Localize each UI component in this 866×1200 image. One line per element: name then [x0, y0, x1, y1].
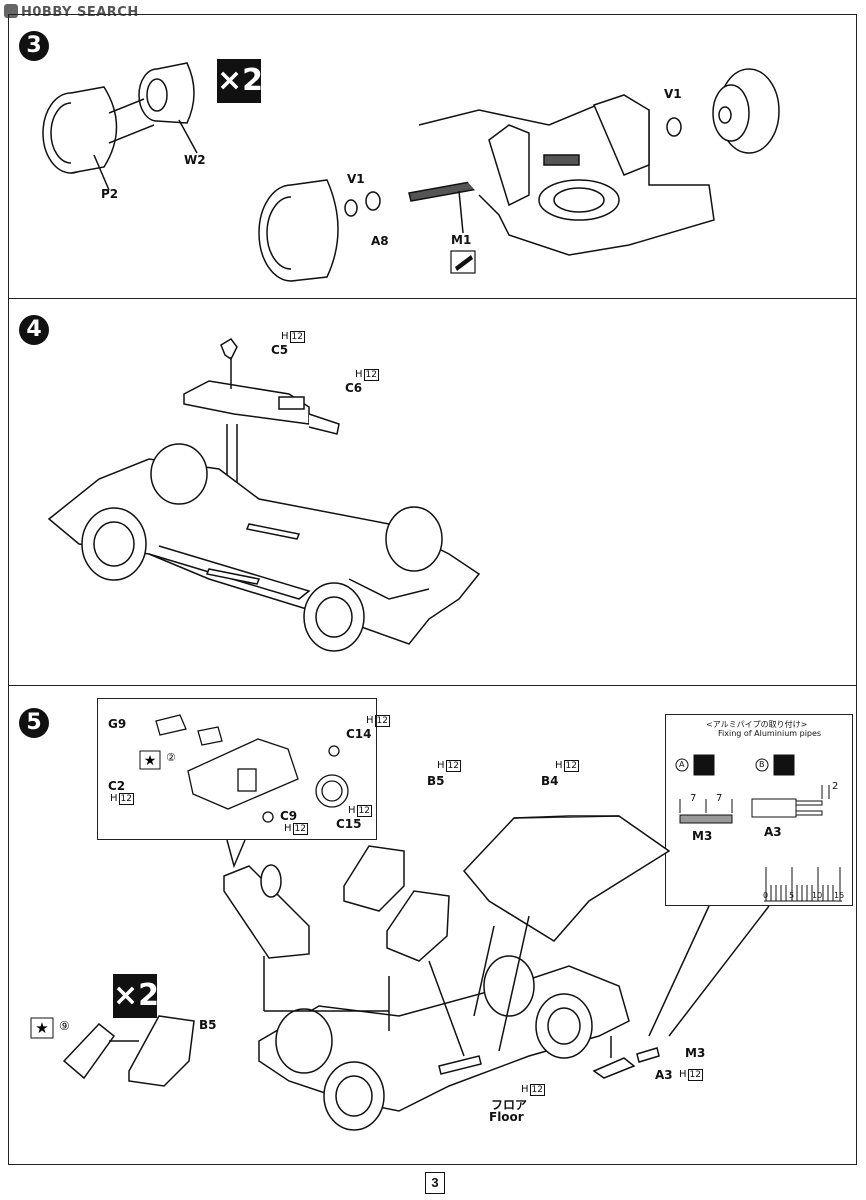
page-number: 3 [425, 1172, 445, 1194]
step-3-panel: 3 ×2 [8, 14, 857, 299]
label-a8: A8 [371, 234, 389, 248]
label-c6: C6 [345, 381, 363, 395]
label-floor-jp: フロア [491, 1098, 528, 1112]
step-5-illustration: ★ [30, 815, 770, 1131]
seat-cushion-icon [62, 1022, 116, 1080]
multiplier-badge: ×2 [217, 59, 263, 103]
circle-number-2: ② [166, 751, 176, 764]
star-icon-left: ★ [30, 1017, 54, 1039]
label-b5-front: B5 [427, 774, 445, 788]
dim-7-left: 7 [690, 793, 697, 804]
label-g9: G9 [108, 717, 127, 731]
label-a3: A3 [655, 1068, 673, 1082]
seat-b5-left-icon [128, 1015, 195, 1087]
label-floor-en: Floor [489, 1110, 524, 1124]
part-c5-icon [220, 338, 238, 361]
svg-text:★: ★ [144, 753, 157, 769]
aluminium-pipes-inset: <アルミパイプの取り付け> Fixing of Aluminium pipes [665, 714, 853, 906]
step-4-illustration [47, 338, 481, 652]
pipes-title-jp: <アルミパイプの取り付け> [706, 720, 808, 729]
label-m1: M1 [451, 233, 472, 247]
label-v1-right: V1 [664, 87, 682, 101]
label-p2: P2 [101, 187, 119, 201]
circle-number-9: ⑨ [59, 1019, 70, 1033]
pipes-label-m3: M3 [692, 829, 713, 843]
mark-b: B [759, 760, 765, 769]
label-c15: C15 [336, 817, 362, 831]
pipes-title-en: Fixing of Aluminium pipes [718, 729, 822, 738]
pipe-cut-icon-a [693, 754, 715, 776]
step-number-4: 4 [19, 315, 49, 345]
label-v1-left: V1 [347, 172, 365, 186]
watermark: H0BBY SEARCH [4, 4, 139, 20]
ruler-tick-0: 0 [763, 891, 769, 900]
mark-a-icon [675, 758, 689, 772]
label-b5-left: B5 [199, 1018, 217, 1032]
dim-7-right: 7 [716, 793, 723, 804]
step-number-3: 3 [19, 31, 49, 61]
label-b4: B4 [541, 774, 559, 788]
label-c5: C5 [271, 343, 289, 357]
pipes-label-a3: A3 [764, 825, 782, 839]
label-c14: C14 [346, 727, 372, 741]
ruler-tick-5: 5 [789, 891, 795, 900]
mark-a: A [679, 760, 685, 769]
label-c9: C9 [280, 809, 298, 823]
dashboard-assembly-icon [223, 865, 310, 959]
ruler-tick-10: 10 [812, 891, 823, 900]
seat-b5-front-left-icon [343, 845, 405, 912]
dim-2: 2 [832, 781, 839, 792]
label-w2: W2 [184, 153, 206, 167]
mark-b-icon [755, 758, 769, 772]
ruler-tick-15: 15 [834, 891, 845, 900]
label-m3: M3 [685, 1046, 706, 1060]
label-c2: C2 [108, 779, 126, 793]
part-g9-icon [155, 714, 187, 736]
tool-icon [450, 250, 476, 274]
svg-text:★: ★ [35, 1019, 48, 1037]
seat-b5-front-right-icon [386, 890, 450, 962]
pipe-cut-icon-b [773, 754, 795, 776]
step-number-5: 5 [19, 708, 49, 738]
multiplier-badge: ×2 [113, 974, 159, 1018]
step-3-illustration [42, 62, 780, 282]
star-icon: ★ [139, 750, 161, 770]
rear-seat-b4-icon [462, 815, 671, 942]
